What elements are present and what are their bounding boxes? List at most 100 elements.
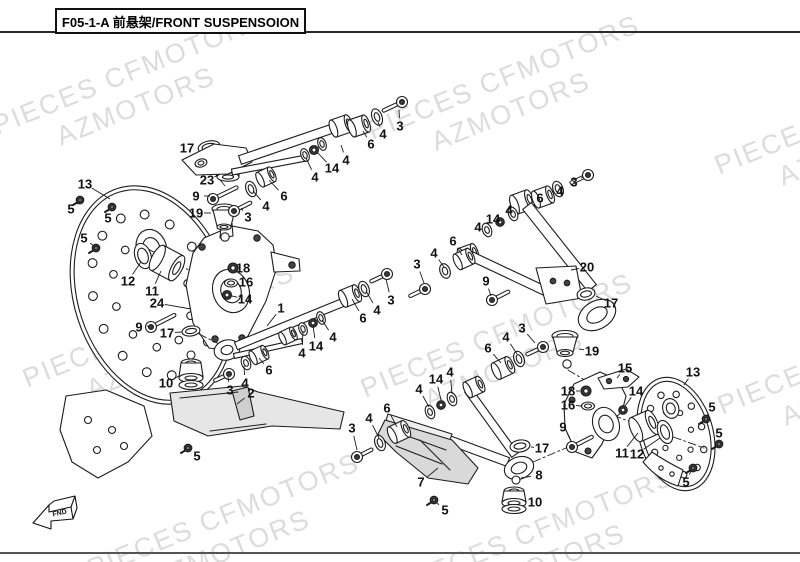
callout-leader-lines [77,109,709,506]
leader-3 [419,271,425,284]
part-callout-4: 4 [342,153,350,168]
part-callout-4: 4 [505,203,513,218]
part-callout-9: 9 [192,189,199,204]
part-callout-7: 7 [417,475,424,490]
part-callout-3: 3 [226,383,233,398]
leader-3 [385,278,390,293]
page-title: F05-1-A 前悬架/FRONT SUSPENSOION [55,8,306,34]
leader-11 [626,432,639,448]
part-callout-1: 1 [277,301,284,316]
part-callout-4: 4 [556,184,564,199]
part-callout-14: 14 [325,161,340,176]
part-callout-3: 3 [348,421,355,436]
part-callout-3: 3 [387,293,394,308]
part-callout-3: 3 [570,175,577,190]
part-callout-3: 3 [518,321,525,336]
part-callout-4: 4 [241,376,249,391]
leader-2 [236,397,245,405]
leader-9 [488,288,492,297]
part-callout-4: 4 [446,365,454,380]
part-callout-5: 5 [80,231,87,246]
leader-4 [252,190,262,201]
part-callout-6: 6 [280,189,287,204]
leader-6 [492,353,502,364]
part-callout-4: 4 [379,127,387,142]
leader-3 [580,176,584,179]
leader-12 [132,261,142,275]
leader-4 [422,395,430,408]
part-callout-6: 6 [367,137,374,152]
part-callout-6: 6 [449,234,456,249]
part-callout-9: 9 [482,274,489,289]
part-callout-6: 6 [359,311,366,326]
leader-4 [372,424,380,439]
part-callout-4: 4 [430,246,438,261]
leader-13 [683,378,689,386]
part-callout-17: 17 [535,441,549,456]
lower-right-a-arm [350,340,567,515]
leader-4 [438,259,445,268]
leader-4 [243,365,245,376]
leader-4 [509,343,518,355]
leader-4 [377,121,381,127]
part-callout-3: 3 [413,257,420,272]
part-callout-10: 10 [528,495,542,510]
leader-7 [426,467,439,478]
part-callout-16: 16 [561,398,575,413]
part-callout-4: 4 [474,220,482,235]
leader-3 [227,376,230,383]
part-callout-4: 4 [262,199,270,214]
part-callout-12: 12 [630,447,644,462]
leader-17 [595,295,604,301]
part-callout-6: 6 [383,401,390,416]
part-callout-17: 17 [604,296,618,311]
leader-10 [172,375,180,380]
part-callout-4: 4 [373,303,381,318]
part-callout-14: 14 [486,212,501,227]
header-rule [0,31,800,33]
part-callout-5: 5 [67,202,74,217]
part-callout-3: 3 [244,210,251,225]
leader-5 [77,201,81,205]
part-callout-4: 4 [329,330,337,345]
leader-14 [231,295,238,298]
part-callout-13: 13 [78,177,92,192]
part-callout-24: 24 [150,296,165,311]
part-callout-4: 4 [298,346,306,361]
part-callout-6: 6 [536,191,543,206]
part-callout-5: 5 [708,400,715,415]
leader-5 [688,470,692,475]
leader-4 [305,157,312,170]
leader-15 [616,373,621,379]
leader-23 [214,174,220,178]
leader-4 [450,379,453,395]
part-callout-14: 14 [429,372,444,387]
front-direction-arrow: FND [32,495,78,530]
upper-right-a-arm [408,168,617,332]
part-callout-13: 13 [686,365,700,380]
part-callout-8: 8 [535,468,542,483]
leader-3 [353,435,358,451]
leader-20 [570,268,580,271]
part-callout-16: 16 [239,275,253,290]
leader-6 [362,130,368,138]
part-callout-23: 23 [200,173,214,188]
part-callout-4: 4 [365,411,373,426]
part-callout-5: 5 [715,426,722,441]
part-callout-5: 5 [104,211,111,226]
part-callout-19: 19 [585,344,599,359]
leader-14 [316,151,327,163]
leader-6 [456,247,463,256]
part-callout-11: 11 [145,284,159,299]
part-callout-17: 17 [160,326,174,341]
part-callout-9: 9 [135,320,142,335]
part-callout-18: 18 [236,261,250,276]
part-callout-2: 2 [247,386,254,401]
leader-14 [437,386,442,401]
leader-3 [240,207,244,211]
leader-4 [340,144,344,153]
leader-6 [268,179,279,191]
leader-8 [520,475,532,479]
part-callout-6: 6 [484,341,491,356]
